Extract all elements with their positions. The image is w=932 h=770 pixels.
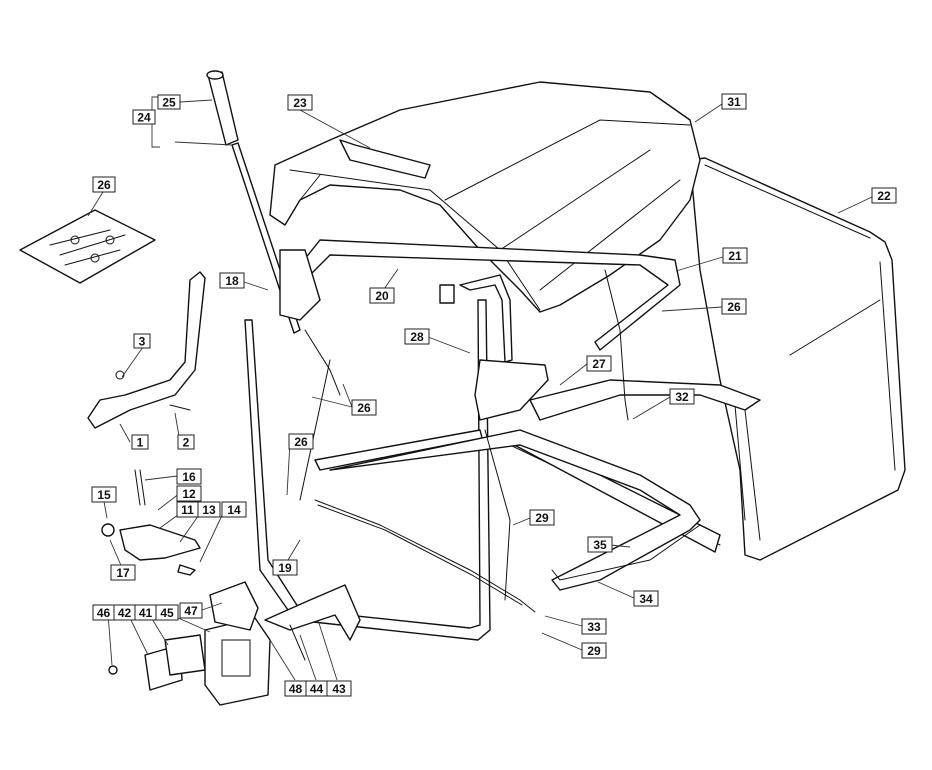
callout-16: 16 — [176, 468, 202, 485]
svg-text:33: 33 — [587, 620, 601, 634]
svg-text:12: 12 — [182, 487, 196, 501]
svg-text:20: 20 — [375, 289, 389, 303]
svg-text:26: 26 — [357, 401, 371, 415]
callout-27: 27 — [586, 355, 612, 372]
svg-text:11: 11 — [181, 503, 194, 517]
callout-21: 21 — [722, 247, 748, 264]
svg-text:41: 41 — [139, 606, 153, 620]
svg-text:32: 32 — [675, 390, 689, 404]
callout-45: 45 — [155, 604, 179, 621]
callout-41: 41 — [134, 604, 157, 621]
callout-43: 43 — [326, 680, 352, 697]
svg-text:28: 28 — [410, 330, 424, 344]
svg-text:17: 17 — [116, 566, 130, 580]
cables — [314, 269, 701, 613]
svg-text:45: 45 — [160, 606, 174, 620]
callout-28: 28 — [404, 328, 430, 345]
callout-24: 24 — [132, 109, 156, 125]
callout-26-low: 26 — [288, 433, 314, 450]
svg-text:24: 24 — [137, 111, 151, 125]
frame-assembly — [244, 239, 701, 641]
callout-47: 47 — [179, 602, 203, 619]
hardware-kit-bag — [19, 209, 156, 284]
callout-34: 34 — [633, 590, 659, 607]
callout-12: 12 — [176, 485, 202, 502]
svg-text:26: 26 — [294, 435, 308, 449]
callout-25: 25 — [157, 94, 181, 110]
svg-text:23: 23 — [293, 96, 307, 110]
svg-text:48: 48 — [289, 682, 303, 696]
svg-text:25: 25 — [162, 96, 176, 110]
callout-29-top: 29 — [529, 509, 555, 526]
svg-text:14: 14 — [227, 503, 241, 517]
callout-13: 13 — [197, 501, 221, 518]
svg-text:43: 43 — [332, 682, 346, 696]
svg-text:47: 47 — [184, 604, 198, 618]
svg-text:44: 44 — [310, 682, 324, 696]
callout-2: 2 — [177, 434, 195, 450]
callout-11: 11 — [176, 501, 199, 518]
callout-17: 17 — [110, 564, 136, 581]
callout-26-kit: 26 — [92, 176, 116, 193]
svg-text:34: 34 — [639, 592, 653, 606]
callout-20: 20 — [369, 287, 395, 304]
svg-text:22: 22 — [877, 189, 891, 203]
svg-text:3: 3 — [139, 335, 146, 349]
callout-18: 18 — [219, 272, 245, 289]
callout-3: 3 — [133, 333, 151, 349]
callout-19: 19 — [272, 559, 298, 576]
callout-33: 33 — [581, 618, 607, 635]
lock-assembly — [108, 581, 361, 706]
collector-cover — [269, 81, 701, 313]
callout-32: 32 — [669, 388, 695, 405]
svg-text:13: 13 — [202, 503, 216, 517]
svg-text:19: 19 — [278, 561, 292, 575]
callout-35: 35 — [587, 536, 613, 553]
callout-42: 42 — [113, 604, 136, 621]
callout-22: 22 — [871, 187, 897, 204]
latch-assembly — [101, 469, 201, 576]
svg-text:29: 29 — [587, 644, 601, 658]
svg-text:21: 21 — [728, 249, 742, 263]
callout-29-bottom: 29 — [581, 642, 607, 659]
callout-46: 46 — [92, 604, 115, 621]
callout-1: 1 — [131, 434, 149, 450]
svg-text:18: 18 — [225, 274, 239, 288]
svg-text:35: 35 — [593, 538, 607, 552]
svg-text:46: 46 — [97, 606, 111, 620]
callout-23: 23 — [287, 94, 313, 111]
svg-text:15: 15 — [97, 488, 111, 502]
svg-text:1: 1 — [137, 436, 144, 450]
svg-text:16: 16 — [182, 470, 196, 484]
callout-31: 31 — [721, 93, 747, 110]
svg-text:42: 42 — [118, 606, 132, 620]
svg-text:26: 26 — [97, 178, 111, 192]
callout-48: 48 — [284, 680, 307, 697]
callout-14: 14 — [221, 501, 247, 518]
callout-44: 44 — [305, 680, 328, 697]
callout-15: 15 — [91, 486, 117, 503]
svg-text:29: 29 — [535, 511, 549, 525]
svg-text:27: 27 — [592, 357, 606, 371]
callout-26-mid: 26 — [351, 399, 377, 416]
callout-26-right: 26 — [721, 298, 747, 315]
svg-text:31: 31 — [727, 95, 741, 109]
svg-text:2: 2 — [183, 436, 190, 450]
pivot-bracket — [87, 271, 206, 429]
svg-text:26: 26 — [727, 300, 741, 314]
